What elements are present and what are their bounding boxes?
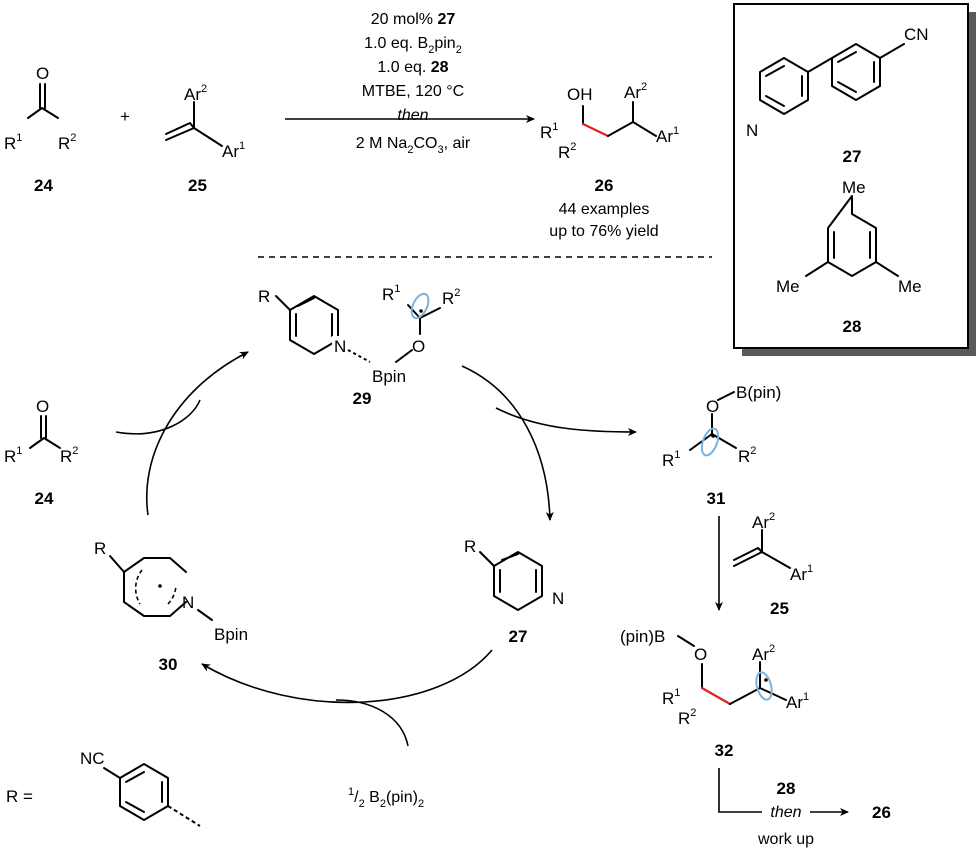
plus-sign: + <box>120 107 130 126</box>
svg-text:R2: R2 <box>60 445 78 466</box>
svg-text:R2: R2 <box>558 141 576 162</box>
svg-text:work up: work up <box>757 831 814 848</box>
svg-text:up to 76% yield: up to 76% yield <box>549 223 658 240</box>
svg-text:R1: R1 <box>662 449 680 470</box>
intermediate-32: (pin)B O R1 R2 Ar2 Ar1 32 <box>620 627 809 760</box>
product-26-top: OH R1 R2 Ar2 Ar1 26 44 examples up to 76… <box>540 81 679 240</box>
svg-text:R1: R1 <box>4 132 22 153</box>
ketyl-radical-31: O B(pin) R1 R2 31 <box>662 383 781 508</box>
ketone-24-cycle: O R1 R2 24 <box>4 397 78 508</box>
alkene-25-top: Ar2 Ar1 25 <box>165 83 245 195</box>
structure-28-box: Me Me Me 28 <box>776 178 922 336</box>
pyridine-27-cycle: R N 27 <box>464 537 566 646</box>
svg-text:Bpin: Bpin <box>214 625 248 644</box>
svg-text:(pin)B: (pin)B <box>620 627 665 646</box>
svg-text:N: N <box>182 593 194 612</box>
svg-text:R: R <box>94 539 106 558</box>
svg-text:R1: R1 <box>540 121 558 142</box>
svg-text:R1: R1 <box>4 445 22 466</box>
svg-text:Me: Me <box>776 277 800 296</box>
alkene-25-cycle: Ar2 Ar1 25 <box>733 511 813 618</box>
svg-text:Ar2: Ar2 <box>752 643 775 664</box>
svg-text:26: 26 <box>872 803 891 822</box>
svg-text:OH: OH <box>567 85 593 104</box>
svg-text:N: N <box>334 337 346 356</box>
svg-text:Ar1: Ar1 <box>656 125 679 146</box>
svg-text:Ar2: Ar2 <box>624 81 647 102</box>
svg-text:R: R <box>464 537 476 556</box>
svg-text:O: O <box>412 337 425 356</box>
reaction-conditions: 20 mol% 27 1.0 eq. B2pin2 1.0 eq. 28 MTB… <box>285 11 535 156</box>
ketone-24-top: O R1 R2 24 <box>4 64 76 195</box>
svg-text:Ar2: Ar2 <box>752 511 775 532</box>
svg-text:1.0 eq. 28: 1.0 eq. 28 <box>377 59 448 76</box>
reagent-box: N CN 27 Me Me Me 28 <box>733 3 976 356</box>
svg-text:R1: R1 <box>662 687 680 708</box>
svg-text:then: then <box>770 804 801 821</box>
svg-text:1.0 eq. B2pin2: 1.0 eq. B2pin2 <box>364 35 462 56</box>
svg-text:Ar1: Ar1 <box>222 140 245 161</box>
intermediate-29: R N Bpin O R1 R2 29 <box>258 283 460 408</box>
svg-text:25: 25 <box>770 599 789 618</box>
workup-step: 28 then work up 26 <box>718 768 891 848</box>
svg-text:Ar1: Ar1 <box>786 691 809 712</box>
svg-text:26: 26 <box>595 176 614 195</box>
svg-text:32: 32 <box>715 741 734 760</box>
svg-text:R1: R1 <box>382 283 400 304</box>
label-25-top: 25 <box>188 176 207 195</box>
svg-text:R =: R = <box>6 787 33 806</box>
svg-text:29: 29 <box>353 389 372 408</box>
svg-text:O: O <box>706 397 719 416</box>
svg-text:Bpin: Bpin <box>372 367 406 386</box>
svg-text:28: 28 <box>843 317 862 336</box>
svg-text:2 M Na2CO3, air: 2 M Na2CO3, air <box>356 135 471 156</box>
svg-text:24: 24 <box>35 489 54 508</box>
svg-text:R2: R2 <box>442 287 460 308</box>
svg-text:30: 30 <box>159 655 178 674</box>
r-group-definition: R = NC <box>6 749 201 827</box>
svg-text:27: 27 <box>843 147 862 166</box>
svg-text:20 mol% 27: 20 mol% 27 <box>371 11 456 28</box>
svg-text:O: O <box>36 64 49 83</box>
svg-text:R: R <box>258 287 270 306</box>
svg-text:R2: R2 <box>738 445 756 466</box>
svg-text:Ar2: Ar2 <box>184 83 207 104</box>
svg-text:28: 28 <box>777 779 796 798</box>
label-24-top: 24 <box>34 176 53 195</box>
svg-text:Me: Me <box>842 178 866 197</box>
svg-text:44 examples: 44 examples <box>559 201 650 218</box>
structure-27-box: N CN 27 <box>746 25 929 166</box>
svg-text:31: 31 <box>707 489 726 508</box>
svg-text:Ar1: Ar1 <box>790 563 813 584</box>
svg-text:27: 27 <box>509 627 528 646</box>
svg-text:O: O <box>36 397 49 416</box>
cycle-arrows <box>115 351 637 747</box>
svg-text:N: N <box>552 589 564 608</box>
svg-text:B(pin): B(pin) <box>736 383 781 402</box>
svg-text:N: N <box>746 121 758 140</box>
intermediate-30: R N Bpin 30 <box>94 539 248 674</box>
svg-text:Me: Me <box>898 277 922 296</box>
svg-text:then: then <box>397 107 428 124</box>
b2pin2-half-equivalent: 1/2 B2(pin)2 <box>348 786 424 810</box>
svg-text:NC: NC <box>80 749 105 768</box>
svg-text:O: O <box>694 645 707 664</box>
svg-text:R2: R2 <box>678 707 696 728</box>
svg-text:CN: CN <box>904 25 929 44</box>
svg-text:R2: R2 <box>58 132 76 153</box>
svg-text:MTBE, 120 °C: MTBE, 120 °C <box>362 83 464 100</box>
